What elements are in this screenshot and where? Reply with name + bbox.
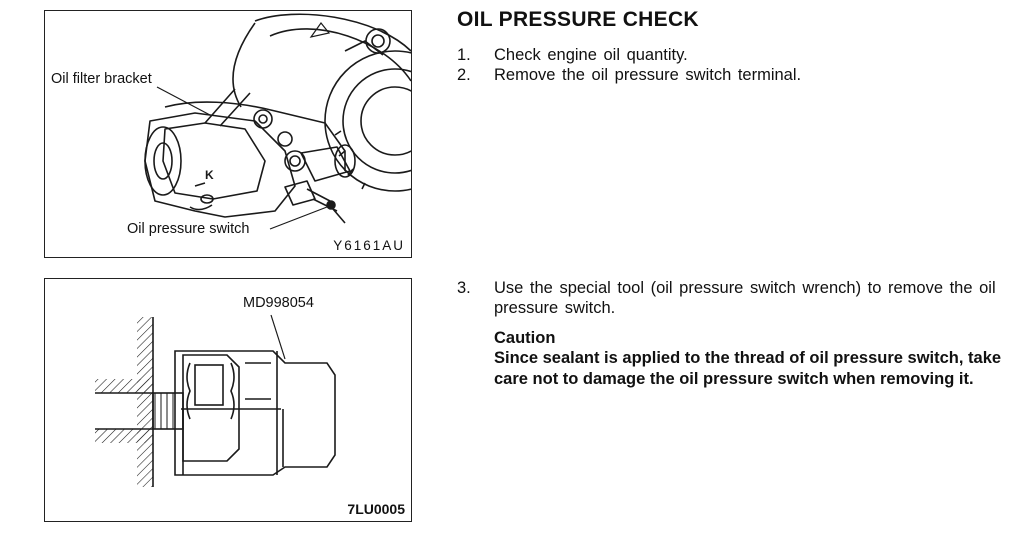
figure-oil-filter-bracket: K Oil filter bracket Oil pressure switch… <box>44 10 412 258</box>
tool-cross-section <box>95 314 336 487</box>
steps-list: 1. Check engine oil quantity. 2. Remove … <box>457 45 1017 85</box>
step-number: 3. <box>457 279 471 297</box>
steps-list: 3. Use the special tool (oil pressure sw… <box>457 278 1017 390</box>
callout-oil-pressure-switch: Oil pressure switch <box>125 221 252 237</box>
svg-text:K: K <box>205 168 214 182</box>
caution-heading: Caution <box>494 329 556 347</box>
section-title: OIL PRESSURE CHECK <box>457 8 699 31</box>
step-text: Use the special tool (oil pressure switc… <box>494 279 996 317</box>
step-item: 3. Use the special tool (oil pressure sw… <box>457 278 1017 318</box>
step-item: 2. Remove the oil pressure switch termin… <box>457 65 1017 85</box>
callout-oil-filter-bracket: Oil filter bracket <box>49 71 154 87</box>
figure-special-tool: MD998054 7LU0005 <box>44 278 412 522</box>
caution-text: Since sealant is applied to the thread o… <box>494 349 1002 388</box>
step-text: Check engine oil quantity. <box>494 46 688 64</box>
step-number: 1. <box>457 46 471 64</box>
figure-id: Y6161AU <box>333 238 405 253</box>
engine-illustration: K <box>144 13 411 230</box>
figure-id: 7LU0005 <box>347 501 405 517</box>
step-number: 2. <box>457 66 471 84</box>
step-item: 1. Check engine oil quantity. <box>457 45 1017 65</box>
callout-md998054: MD998054 <box>241 295 316 311</box>
step-text: Remove the oil pressure switch terminal. <box>494 66 802 84</box>
